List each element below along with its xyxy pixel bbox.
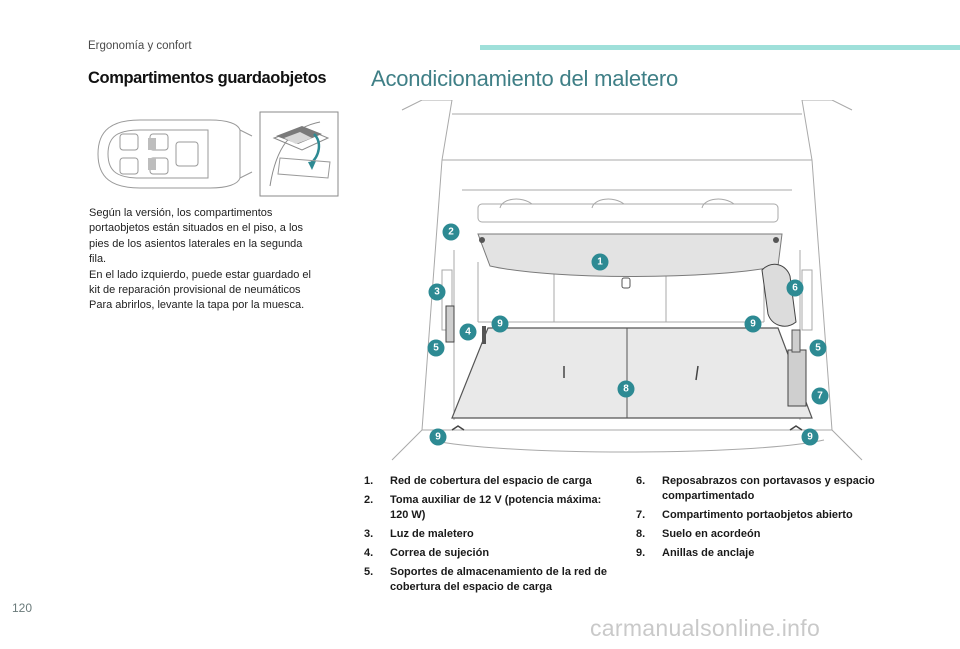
callout-3-label: 3 <box>434 287 440 298</box>
section-title-storage: Compartimentos guardaobjetos <box>88 69 327 87</box>
legend-text: Correa de sujeción <box>390 547 490 559</box>
callout-2 <box>442 223 460 241</box>
legend-item: 5. Soportes de almacenamiento de la red d… <box>364 565 620 595</box>
legend-number: 2. <box>364 494 374 506</box>
storage-description: Según la versión, los compartimentos por… <box>89 206 335 314</box>
legend-number: 1. <box>364 475 374 487</box>
callout-markers: 1 2 3 4 5 5 6 7 8 9 9 9 9 <box>427 223 829 446</box>
legend-number: 8. <box>636 528 646 540</box>
callout-9-top-left <box>491 315 509 333</box>
paragraph-line: Para abrirlos, levante la tapa por la mu… <box>89 299 305 312</box>
callout-6-label: 6 <box>792 283 798 294</box>
boot-illustration: 1 2 3 4 5 5 6 7 8 9 9 9 9 <box>391 100 863 461</box>
legend-number: 9. <box>636 547 646 559</box>
legend-item: 2. Toma auxiliar de 12 V (potencia máxima… <box>364 493 620 523</box>
car-compartments-illustration <box>97 111 339 197</box>
legend-text: Reposabrazos con portavasos y espacio co… <box>662 475 875 502</box>
legend-text: Soportes de almacenamiento de la red de … <box>390 566 608 593</box>
legend-text: Luz de maletero <box>390 528 474 540</box>
legend-item: 8. Suelo en acordeón <box>636 527 876 542</box>
legend-list-right: 6. Reposabrazos con portavasos y espacio … <box>636 474 876 565</box>
paragraph-line: kit de reparación provisional de neumáti… <box>89 284 301 297</box>
legend-item: 9. Anillas de anclaje <box>636 546 876 561</box>
callout-4-label: 4 <box>465 327 471 338</box>
legend-number: 3. <box>364 528 374 540</box>
legend-item: 1. Red de cobertura del espacio de carga <box>364 474 620 489</box>
paragraph-line: pies de los asientos laterales en la seg… <box>89 237 303 250</box>
legend-item: 6. Reposabrazos con portavasos y espacio … <box>636 474 876 504</box>
legend-item: 4. Correa de sujeción <box>364 546 620 561</box>
legend-number: 6. <box>636 475 646 487</box>
callout-9-label: 9 <box>435 432 441 443</box>
callout-7 <box>811 387 829 405</box>
callout-4 <box>459 323 477 341</box>
callout-2-label: 2 <box>448 227 454 238</box>
callout-9-bottom-left <box>429 428 447 446</box>
callout-1-label: 1 <box>597 257 603 268</box>
legend-text: Red de cobertura del espacio de carga <box>390 475 592 487</box>
callout-9-label: 9 <box>497 319 503 330</box>
callout-5-left-label: 5 <box>433 343 439 354</box>
callout-3 <box>428 283 446 301</box>
callout-9-bottom-right <box>801 428 819 446</box>
legend-text: Suelo en acordeón <box>662 528 761 540</box>
callout-1 <box>591 253 609 271</box>
legend-item: 3. Luz de maletero <box>364 527 620 542</box>
callout-8-label: 8 <box>623 384 629 395</box>
legend-number: 7. <box>636 509 646 521</box>
legend-number: 4. <box>364 547 374 559</box>
callout-9-top-right <box>744 315 762 333</box>
legend-text: Compartimento portaobjetos abierto <box>662 509 853 521</box>
section-title-boot: Acondicionamiento del maletero <box>371 66 679 91</box>
paragraph-line: portaobjetos están situados en el piso, … <box>89 222 304 235</box>
watermark: carmanualsonline.info <box>590 615 821 641</box>
paragraph-line: Según la versión, los compartimentos <box>89 207 273 219</box>
paragraph-line: fila. <box>89 253 107 266</box>
section-header: Ergonomía y confort <box>88 40 192 52</box>
legend-text: Toma auxiliar de 12 V (potencia máxima: … <box>390 494 602 521</box>
legend-item: 7. Compartimento portaobjetos abierto <box>636 508 876 523</box>
paragraph-line: En el lado izquierdo, puede estar guarda… <box>89 268 311 281</box>
callout-9-label: 9 <box>750 319 756 330</box>
legend-number: 5. <box>364 566 374 578</box>
legend-list-left: 1.Red de cobertura del espacio de carga … <box>364 474 620 599</box>
callout-7-label: 7 <box>817 391 823 402</box>
page-number: 120 <box>12 601 33 615</box>
callout-9-label: 9 <box>807 432 813 443</box>
header-accent-bar <box>480 45 960 50</box>
callout-5-right-label: 5 <box>815 343 821 354</box>
callout-6 <box>786 279 804 297</box>
callout-8 <box>617 380 635 398</box>
callout-5-right <box>809 339 827 357</box>
callout-5-left <box>427 339 445 357</box>
legend-text: Anillas de anclaje <box>662 547 755 559</box>
